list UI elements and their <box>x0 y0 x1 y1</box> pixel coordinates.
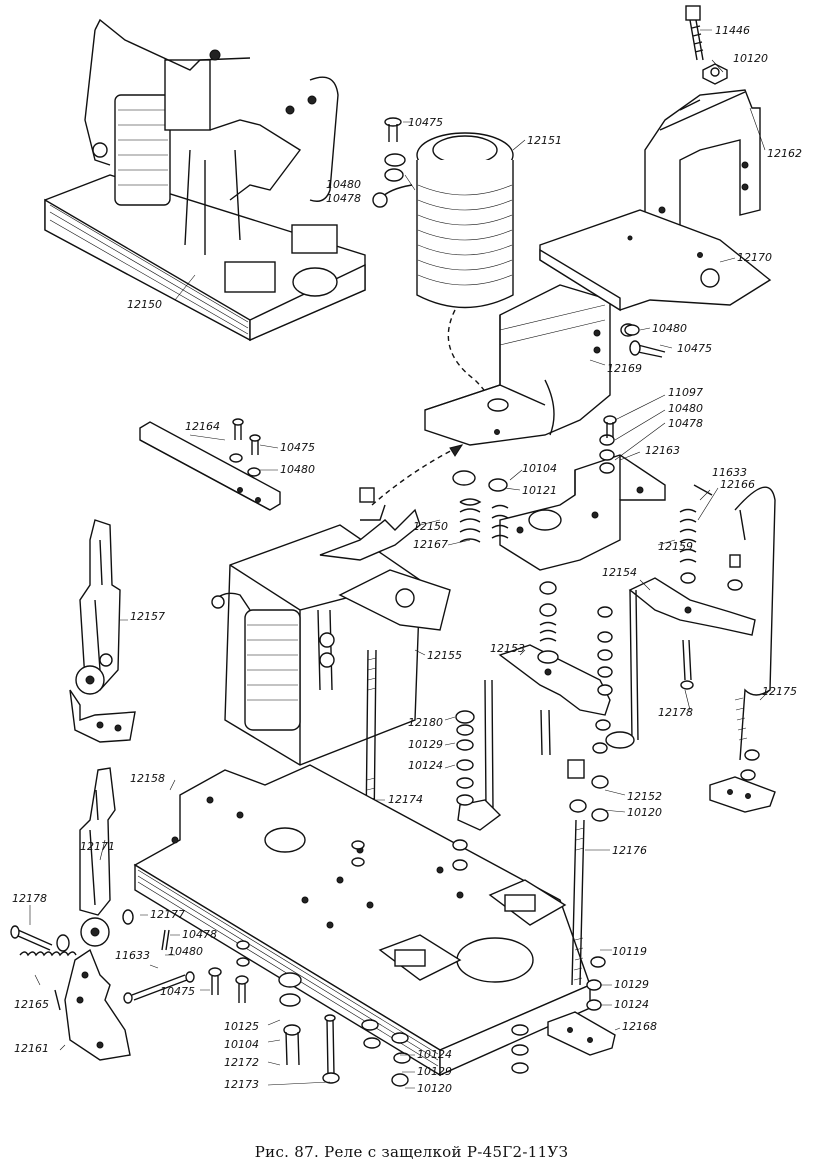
washer-10480-top <box>384 153 406 182</box>
rod-12176-drawing <box>571 819 585 986</box>
part-label: 12175 <box>762 685 797 698</box>
part-label: 12172 <box>224 1056 259 1069</box>
part-labels: 11446 10120 10475 12151 12162 10480 1047… <box>12 24 802 1095</box>
part-label: 10124 <box>417 1048 452 1061</box>
part-label: 12161 <box>14 1042 49 1055</box>
part-label: 10120 <box>733 52 768 65</box>
part-label: 12151 <box>527 134 562 147</box>
part-label: 10120 <box>627 806 662 819</box>
plate-12170-drawing <box>539 209 772 312</box>
part-label: 12166 <box>720 478 755 491</box>
part-label: 10104 <box>224 1038 259 1051</box>
lever-12157-drawing <box>69 519 136 743</box>
screws-12172-12173-drawing <box>278 972 340 1084</box>
part-label: 10129 <box>614 978 649 991</box>
part-label: 11446 <box>715 24 750 37</box>
part-label: 12173 <box>224 1078 259 1091</box>
screws-10475-middle <box>229 418 261 477</box>
assembled-relay-drawing <box>44 18 366 342</box>
part-label: 12158 <box>130 772 165 785</box>
part-label: 12150 <box>127 298 162 311</box>
bolt-11446-drawing <box>685 5 728 85</box>
part-label: 12162 <box>767 147 802 160</box>
part-label: 12178 <box>658 706 693 719</box>
part-label: 12163 <box>645 444 680 457</box>
leader-lines <box>29 29 771 1089</box>
part-label: 12164 <box>185 420 220 433</box>
part-label: 12180 <box>408 716 443 729</box>
part-label: 10475 <box>160 985 195 998</box>
part-label: 12169 <box>607 362 642 375</box>
part-label: 10104 <box>522 462 557 475</box>
part-label: 12150 <box>413 520 448 533</box>
screw-10475-top <box>384 117 402 142</box>
bracket-12153-drawing <box>457 644 611 831</box>
part-label: 12167 <box>413 538 448 551</box>
part-label: 12159 <box>658 540 693 553</box>
part-label: 12170 <box>737 251 772 264</box>
part-label: 10475 <box>677 342 712 355</box>
plate-12168-drawing <box>547 1011 616 1056</box>
part-label: 10124 <box>408 759 443 772</box>
part-label: 10120 <box>417 1082 452 1095</box>
lever-12171-drawing <box>79 767 116 947</box>
bracket-12163-drawing <box>499 454 666 571</box>
rod-12175-drawing <box>709 486 776 813</box>
part-label: 12174 <box>388 793 423 806</box>
part-label: 10475 <box>408 116 443 129</box>
part-label: 10478 <box>326 192 361 205</box>
pin-12178-lower-drawing <box>10 909 134 952</box>
pin-11633-drawing <box>123 929 195 1004</box>
bracket-12154-drawing <box>605 577 756 749</box>
part-label: 11633 <box>712 466 747 479</box>
spring-12165-drawing <box>19 951 77 1011</box>
part-label: 11633 <box>115 949 150 962</box>
strip-12164-drawing <box>139 421 281 511</box>
part-label: 12157 <box>130 610 165 623</box>
part-label: 10480 <box>326 178 361 191</box>
part-label: 10478 <box>182 928 217 941</box>
part-label: 10129 <box>408 738 443 751</box>
part-label: 12171 <box>80 840 115 853</box>
part-label: 10480 <box>668 402 703 415</box>
part-label: 12155 <box>427 649 462 662</box>
figure-caption: Рис. 87. Реле с защелкой Р-45Г2-11УЗ <box>254 1143 569 1161</box>
part-label: 10475 <box>280 441 315 454</box>
part-label: 10478 <box>668 417 703 430</box>
part-label: 12153 <box>490 642 525 655</box>
part-label: 10125 <box>224 1020 259 1033</box>
part-label: 10480 <box>280 463 315 476</box>
part-label: 10124 <box>614 998 649 1011</box>
part-label: 10119 <box>612 945 647 958</box>
part-label: 12178 <box>12 892 47 905</box>
pin-12178-upper-drawing <box>680 639 694 690</box>
part-label: 10121 <box>522 484 557 497</box>
part-label: 10129 <box>417 1065 452 1078</box>
washer-stacks-drawing <box>208 324 760 1087</box>
part-label: 10480 <box>168 945 203 958</box>
part-label: 12154 <box>602 566 637 579</box>
coil-12151-drawing <box>372 132 514 411</box>
part-label: 12165 <box>14 998 49 1011</box>
part-label: 12168 <box>622 1020 657 1033</box>
part-label: 10480 <box>652 322 687 335</box>
springs-12167-12159 <box>452 470 713 563</box>
part-label: 12176 <box>612 844 647 857</box>
part-label: 12177 <box>150 908 185 921</box>
yoke-12169-drawing <box>424 284 611 446</box>
part-label: 12152 <box>627 790 662 803</box>
electromagnet-12155-drawing <box>211 444 464 766</box>
part-label: 11097 <box>668 386 703 399</box>
bracket-12161-drawing <box>64 948 131 1061</box>
